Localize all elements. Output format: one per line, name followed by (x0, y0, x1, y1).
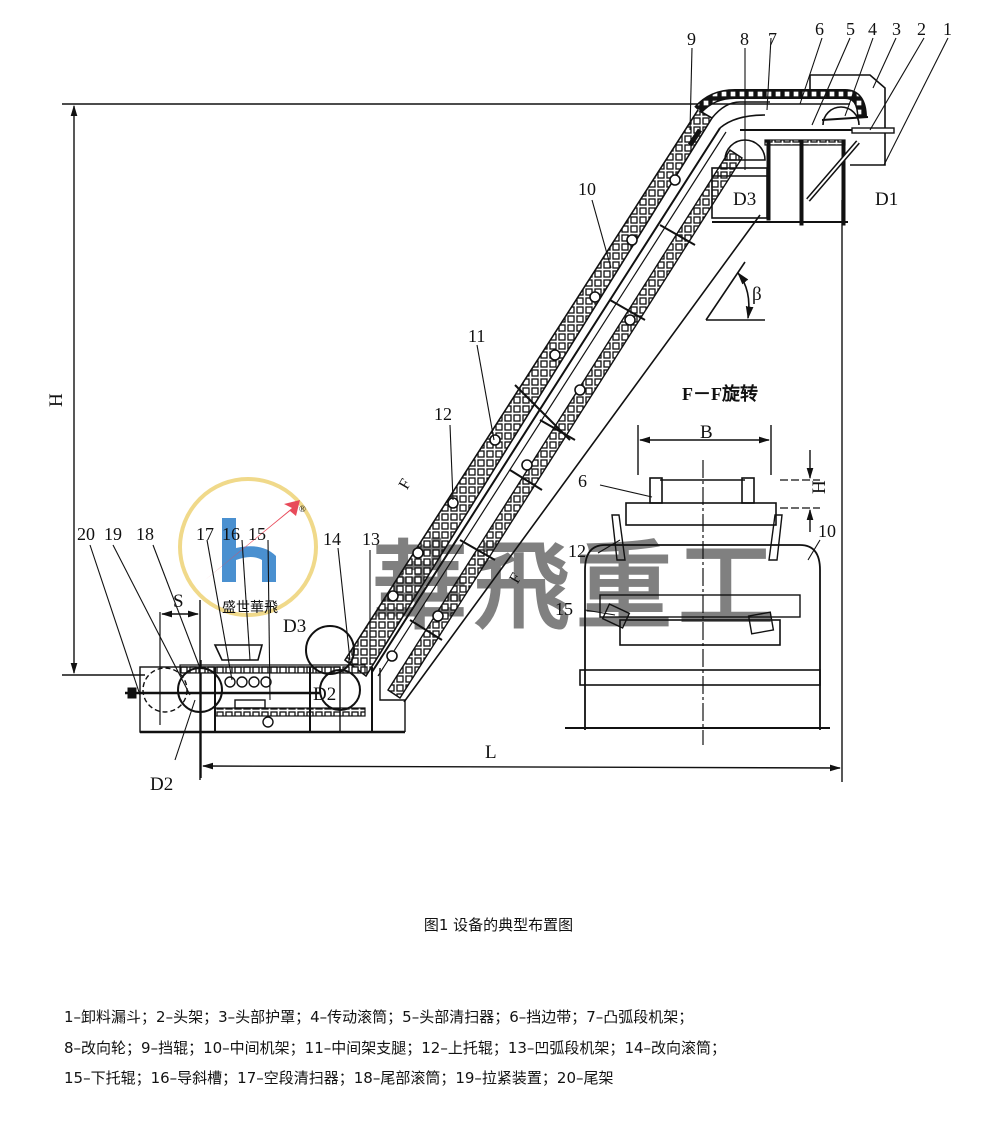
pulley-label-d2-bend: D2 (313, 684, 336, 705)
callout-16: 16 (222, 524, 240, 544)
callout-9: 9 (687, 29, 696, 49)
section-view (565, 425, 830, 745)
callout-2: 2 (917, 19, 926, 39)
section-callout-15: 15 (555, 599, 573, 619)
callout-6: 6 (815, 19, 824, 39)
callout-7: 7 (768, 29, 777, 49)
dim-sidewall-h-label: H (809, 480, 830, 494)
callout-leaders (89, 37, 949, 761)
dim-s-label: S (173, 591, 184, 612)
head-section (687, 74, 895, 226)
callout-17: 17 (196, 524, 214, 544)
section-mark-upper: F (396, 476, 415, 492)
conveyor-layout-drawing: ® 盛世華飛 華飛重工 H L (46, 19, 952, 795)
callout-20: 20 (77, 524, 95, 544)
pulley-label-d1: D1 (875, 189, 898, 210)
callout-12: 12 (434, 404, 452, 424)
callout-18: 18 (136, 524, 154, 544)
callout-14: 14 (323, 529, 341, 549)
dim-b-label: B (700, 422, 713, 443)
height-dimension (62, 103, 850, 676)
callout-3: 3 (892, 19, 901, 39)
logo-slogan: 盛世華飛 (222, 600, 278, 616)
section-callout-10: 10 (818, 521, 836, 541)
callout-11: 11 (468, 326, 485, 346)
dim-h-label: H (46, 393, 67, 407)
length-dimension (200, 200, 843, 782)
angle-beta-label: β (752, 284, 762, 305)
callout-13: 13 (362, 529, 380, 549)
callout-5: 5 (846, 19, 855, 39)
pulley-label-d3-tail: D3 (283, 616, 306, 637)
pulley-label-d3-head: D3 (733, 189, 756, 210)
callout-10: 10 (578, 179, 596, 199)
angle-indicator (705, 261, 765, 321)
section-callout-12: 12 (568, 541, 586, 561)
parts-legend: 1–卸料漏斗；2–头架；3–头部护罩；4–传动滚筒；5–头部清扫器；6–挡边带；… (64, 1002, 964, 1094)
callout-19: 19 (104, 524, 122, 544)
watermark-logo: ® 盛世華飛 (178, 477, 318, 617)
section-view-title: F－F旋转 (682, 383, 758, 404)
callout-numbers: 1 2 3 4 5 6 7 8 9 10 11 12 13 14 15 16 1… (77, 19, 952, 619)
section-callout-6: 6 (578, 471, 587, 491)
legend-line-3: 15–下托辊；16–导斜槽；17–空段清扫器；18–尾部滚筒；19–拉紧装置；2… (64, 1069, 614, 1087)
callout-4: 4 (868, 19, 877, 39)
legend-line-2: 8–改向轮；9–挡辊；10–中间机架；11–中间架支腿；12–上托辊；13–凹弧… (64, 1038, 727, 1057)
tail-section (125, 600, 406, 780)
dim-l-label: L (485, 742, 497, 763)
callout-8: 8 (740, 29, 749, 49)
callout-15: 15 (248, 524, 266, 544)
legend-line-1: 1–卸料漏斗；2–头架；3–头部护罩；4–传动滚筒；5–头部清扫器；6–挡边带；… (64, 1008, 694, 1026)
pulley-label-d2-tail: D2 (150, 774, 173, 795)
callout-1: 1 (943, 19, 952, 39)
figure-caption: 图1 设备的典型布置图 (423, 916, 574, 934)
registered-mark: ® (299, 504, 306, 514)
